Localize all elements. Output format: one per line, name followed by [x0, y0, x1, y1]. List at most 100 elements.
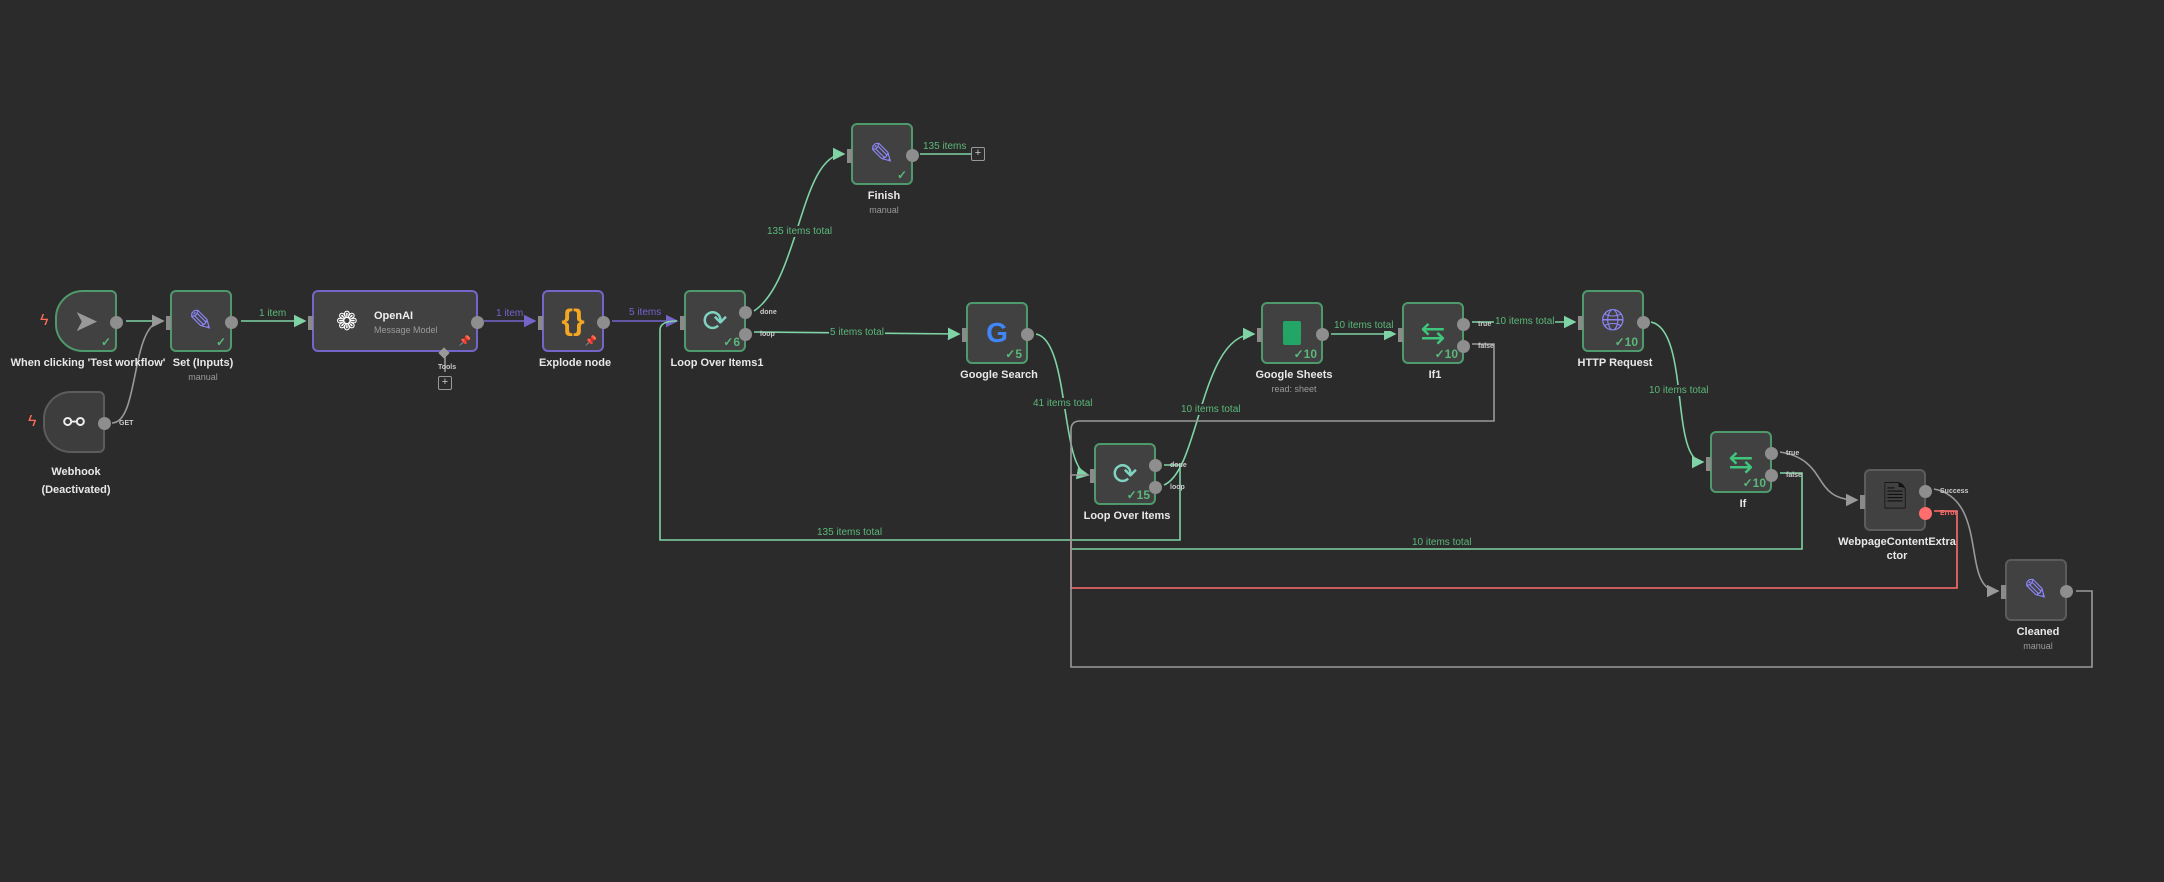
add-tool-button[interactable]: + — [438, 376, 452, 390]
node-label: When clicking 'Test workflow' — [10, 357, 166, 369]
node-label: Set (Inputs) manual — [122, 356, 284, 384]
input-socket[interactable] — [1398, 328, 1403, 342]
node-set-inputs[interactable]: ✎ ✓ Set (Inputs)manual — [166, 290, 238, 382]
output-socket[interactable] — [98, 417, 111, 430]
input-socket[interactable] — [538, 316, 543, 330]
loop-label: loop — [760, 331, 775, 338]
true-socket[interactable] — [1765, 447, 1778, 460]
node-label: Loop Over Items1 — [670, 357, 764, 369]
node-subtitle: manual — [188, 372, 218, 382]
input-socket[interactable] — [1257, 328, 1262, 342]
edge-label: 5 items — [628, 307, 663, 318]
run-count: ✓10 — [1293, 347, 1317, 361]
add-node-button[interactable]: + — [971, 147, 985, 161]
false-label: false — [1478, 343, 1494, 350]
run-count: ✓5 — [1005, 347, 1022, 361]
input-socket[interactable] — [1706, 457, 1711, 471]
node-if[interactable]: ⇆ ✓10 true false If — [1706, 431, 1802, 510]
pencil-icon: ✎ — [869, 137, 895, 171]
signpost-icon: ⇆ — [1420, 316, 1446, 350]
pencil-icon: ✎ — [2023, 573, 2049, 607]
output-socket[interactable] — [471, 316, 484, 329]
input-socket[interactable] — [166, 316, 171, 330]
input-socket[interactable] — [1578, 316, 1583, 330]
run-count: ✓15 — [1126, 488, 1150, 502]
google-logo-icon: G — [986, 317, 1008, 348]
input-socket[interactable] — [1860, 495, 1865, 509]
node-subtitle: read: sheet — [1271, 384, 1317, 394]
edge-label: 10 items total — [1180, 404, 1242, 415]
node-title: OpenAI — [374, 310, 414, 322]
node-title: Cleaned — [2016, 626, 2060, 638]
node-title: Webhook — [51, 466, 101, 478]
false-socket[interactable] — [1765, 469, 1778, 482]
input-socket[interactable] — [1090, 469, 1095, 483]
pin-icon: 📌 — [584, 336, 597, 347]
output-socket[interactable] — [225, 316, 238, 329]
node-google-search[interactable]: G ✓5 Google Search — [960, 302, 1038, 381]
node-label: Google Search — [960, 369, 1038, 381]
success-check-icon: ✓ — [896, 168, 907, 182]
input-socket[interactable] — [2001, 585, 2006, 599]
true-socket[interactable] — [1457, 318, 1470, 331]
tools-label: Tools — [438, 364, 457, 371]
node-label: Loop Over Items — [1083, 510, 1171, 522]
trigger-bolt-icon: ϟ — [40, 312, 49, 329]
node-title: Google Sheets — [1255, 369, 1333, 381]
node-google-sheets[interactable]: ✓10 Google Sheets read: sheet — [1255, 302, 1333, 394]
node-title: Set (Inputs) — [172, 357, 234, 369]
code-braces-icon: {} — [561, 304, 585, 337]
pencil-icon: ✎ — [188, 304, 214, 338]
run-count: ✓10 — [1742, 476, 1766, 490]
done-socket[interactable] — [1149, 459, 1162, 472]
input-socket[interactable] — [308, 316, 313, 330]
node-webpage-content-extractor[interactable]: 🗎︎ Success Error WebpageContentExtractor — [1838, 469, 1968, 562]
node-http-request[interactable]: 🌐︎ ✓10 HTTP Request — [1578, 290, 1652, 369]
loop-arrows-icon: ⟳ — [1112, 457, 1138, 491]
run-count: ✓6 — [723, 335, 740, 349]
node-label: Google Sheets read: sheet — [1213, 368, 1375, 396]
done-socket[interactable] — [739, 306, 752, 319]
globe-icon: 🌐︎ — [1601, 304, 1625, 337]
output-socket[interactable] — [1021, 328, 1034, 341]
loop-socket[interactable] — [739, 328, 752, 341]
input-socket[interactable] — [680, 316, 685, 330]
success-socket[interactable] — [1919, 485, 1932, 498]
edge-label: 10 items total — [1333, 320, 1395, 331]
edge-label: 135 items total — [766, 226, 834, 237]
output-socket[interactable] — [110, 316, 123, 329]
cursor-icon: ➤ — [73, 304, 99, 338]
edge-label: 135 items total — [816, 527, 884, 538]
node-manual-trigger[interactable]: ➤ ✓ When clicking 'Test workflow' — [11, 290, 165, 369]
error-socket[interactable] — [1919, 507, 1932, 520]
done-label: done — [760, 309, 777, 316]
output-socket[interactable] — [2060, 585, 2073, 598]
node-webhook[interactable]: ⚯ GET Webhook(Deactivated) — [41, 391, 133, 496]
edge-label: 1 item — [258, 308, 288, 319]
output-socket[interactable] — [1637, 316, 1650, 329]
input-socket[interactable] — [847, 149, 852, 163]
input-socket[interactable] — [962, 328, 967, 342]
signpost-icon: ⇆ — [1728, 445, 1754, 479]
node-if1[interactable]: ⇆ ✓10 true false If1 — [1398, 302, 1494, 381]
pin-icon: 📌 — [458, 336, 471, 347]
output-socket[interactable] — [906, 149, 919, 162]
loop-arrows-icon: ⟳ — [702, 304, 728, 338]
false-socket[interactable] — [1457, 340, 1470, 353]
loop-socket[interactable] — [1149, 481, 1162, 494]
edge-label: 41 items total — [1032, 398, 1094, 409]
node-status: (Deactivated) — [41, 484, 111, 496]
node-label: HTTP Request — [1577, 357, 1653, 369]
node-openai[interactable]: ❁ OpenAI Message Model 📌 Tools — [308, 290, 484, 371]
node-loop-over-items[interactable]: ⟳ ✓15 done loop Loop Over Items — [1084, 443, 1187, 522]
output-socket[interactable] — [597, 316, 610, 329]
sheets-icon — [1263, 304, 1321, 362]
run-count: ✓10 — [1434, 347, 1458, 361]
output-socket[interactable] — [1316, 328, 1329, 341]
node-label: Explode node — [538, 357, 612, 369]
node-explode[interactable]: {} 📌 Explode node — [538, 290, 611, 369]
node-loop-over-items1[interactable]: ⟳ ✓6 done loop Loop Over Items1 — [671, 290, 777, 369]
